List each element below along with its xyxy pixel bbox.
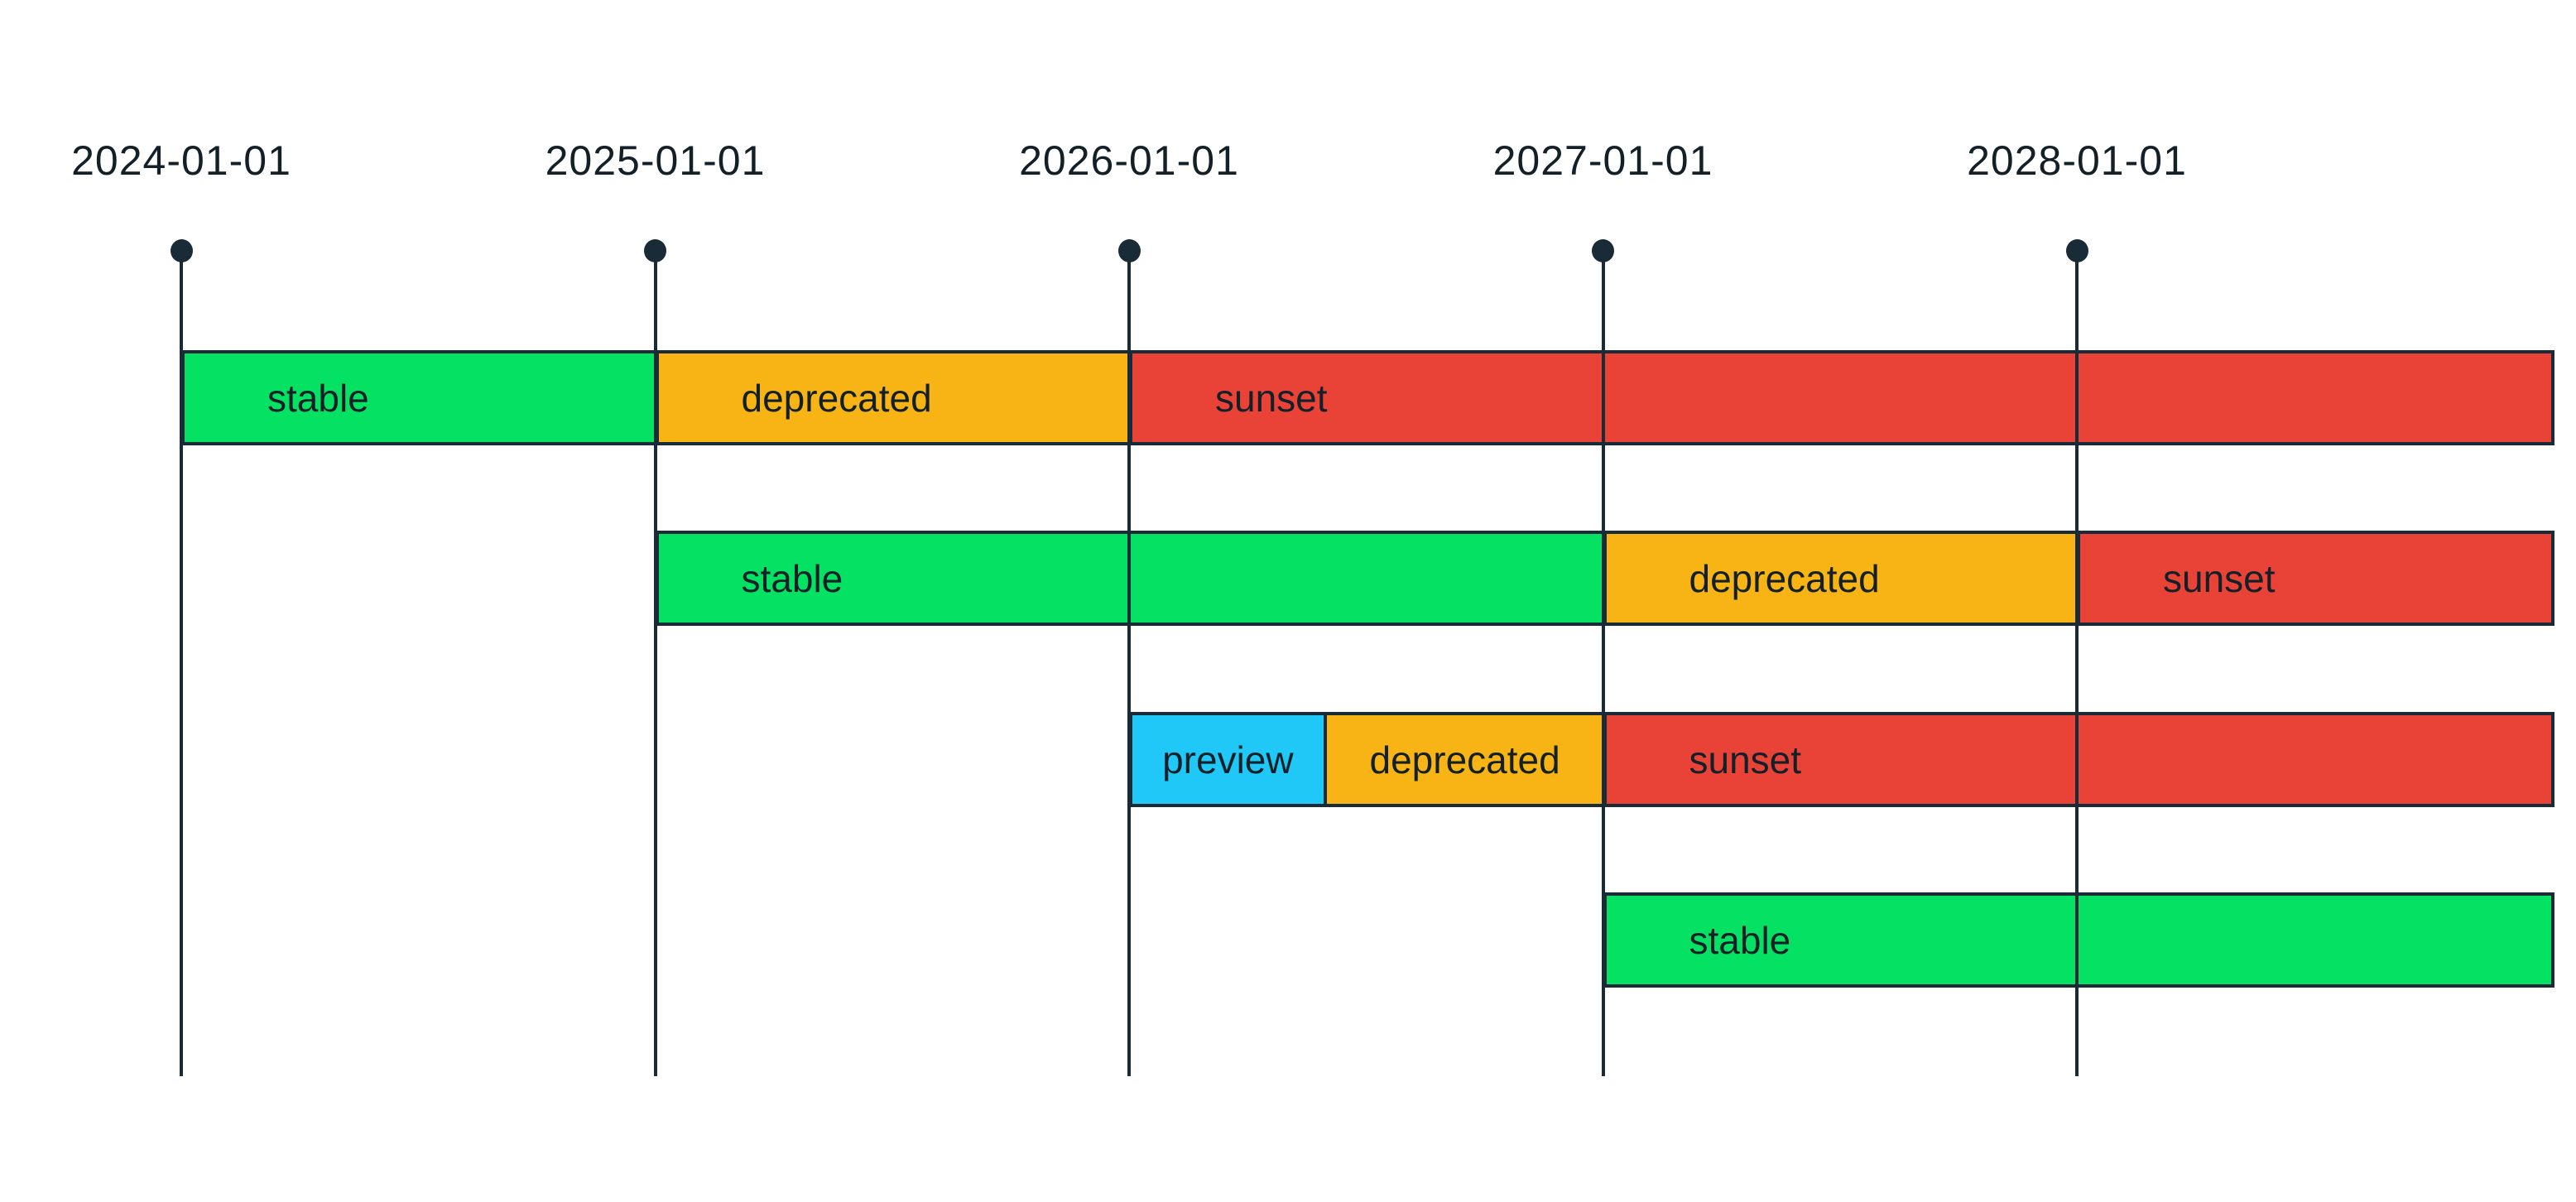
segment-label: sunset xyxy=(1689,738,1802,781)
timeline-segment-sunset: sunset xyxy=(2077,531,2554,626)
segment-label: stable xyxy=(741,556,843,600)
axis-tick-dot xyxy=(2065,238,2088,262)
axis-tick-dot xyxy=(644,238,666,262)
segment-label: deprecated xyxy=(1689,556,1880,600)
segment-label: deprecated xyxy=(741,376,932,420)
axis-date-label: 2028-01-01 xyxy=(1967,137,2187,184)
timeline-segment-stable: stable xyxy=(655,531,1607,626)
axis-date-label: 2027-01-01 xyxy=(1492,137,1713,184)
lifecycle-row: stable deprecated sunset xyxy=(0,350,2576,445)
axis-year-gridline xyxy=(653,250,657,1076)
timeline-segment-stable: stable xyxy=(1603,892,2554,988)
axis-year-gridline xyxy=(180,250,183,1076)
timeline-segment-deprecated: deprecated xyxy=(655,350,1132,445)
segment-label: sunset xyxy=(2163,556,2276,600)
timeline-segment-sunset: sunset xyxy=(1129,350,2554,445)
segment-label: sunset xyxy=(1215,376,1328,420)
axis-date-label: 2026-01-01 xyxy=(1019,137,1239,184)
axis-tick-dot xyxy=(1117,238,1141,262)
axis-tick-dot xyxy=(170,238,193,262)
timeline-segment-sunset: sunset xyxy=(1603,712,2554,807)
axis-date-label: 2025-01-01 xyxy=(545,137,766,184)
segment-label: preview xyxy=(1162,738,1294,781)
lifecycle-row: preview deprecated sunset xyxy=(0,712,2576,807)
timeline-segment-preview: preview xyxy=(1129,712,1327,807)
axis-year-gridline xyxy=(1127,250,1131,1076)
timeline-segment-stable: stable xyxy=(181,350,659,445)
axis-year-gridline xyxy=(1601,250,1605,1076)
timeline-segment-deprecated: deprecated xyxy=(1323,712,1607,807)
axis-year-gridline xyxy=(2075,250,2079,1076)
lifecycle-row: stable xyxy=(0,892,2576,988)
segment-label: stable xyxy=(267,376,369,420)
timeline-segment-deprecated: deprecated xyxy=(1603,531,2080,626)
axis-tick-dot xyxy=(1592,238,1614,262)
segment-label: deprecated xyxy=(1369,738,1560,781)
segment-label: stable xyxy=(1689,918,1791,962)
axis-date-label: 2024-01-01 xyxy=(71,137,291,184)
lifecycle-row: stable deprecated sunset xyxy=(0,531,2576,626)
